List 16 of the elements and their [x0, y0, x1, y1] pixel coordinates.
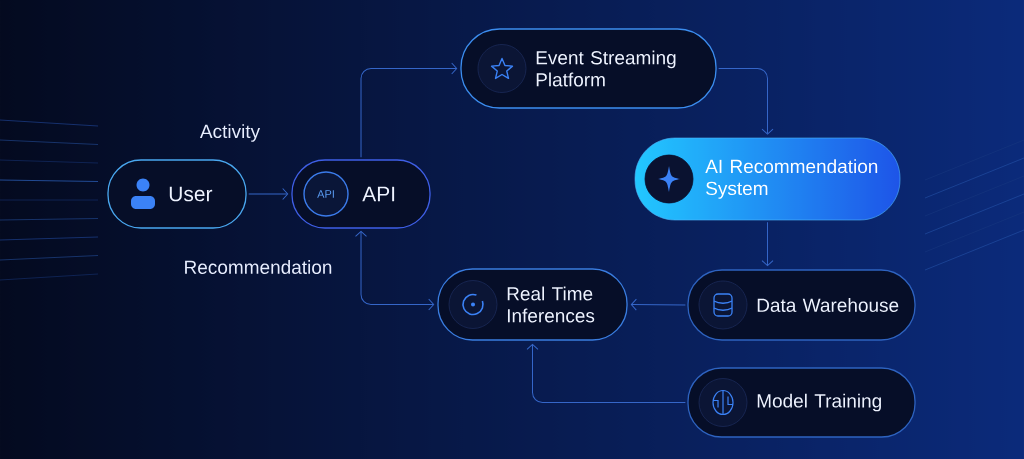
pill-box: Data Warehouse	[687, 269, 916, 341]
edge-label: Recommendation	[185, 260, 332, 274]
pill-box: User	[107, 159, 247, 229]
arrow	[630, 298, 686, 311]
arrow	[761, 221, 774, 267]
arrow	[526, 343, 686, 403]
arrow	[360, 62, 458, 158]
text-badge: API	[303, 171, 349, 217]
double-arrow	[355, 230, 435, 311]
arrow	[248, 188, 289, 200]
arrow	[718, 68, 774, 135]
pill-box: Real Time Inferences	[437, 268, 628, 341]
edge-label: Activity	[199, 124, 261, 142]
pill-box: Event Streaming Platform	[460, 28, 717, 109]
pill-box: Model Training	[687, 367, 916, 438]
pill-box: AI Recommendation System	[634, 137, 901, 221]
